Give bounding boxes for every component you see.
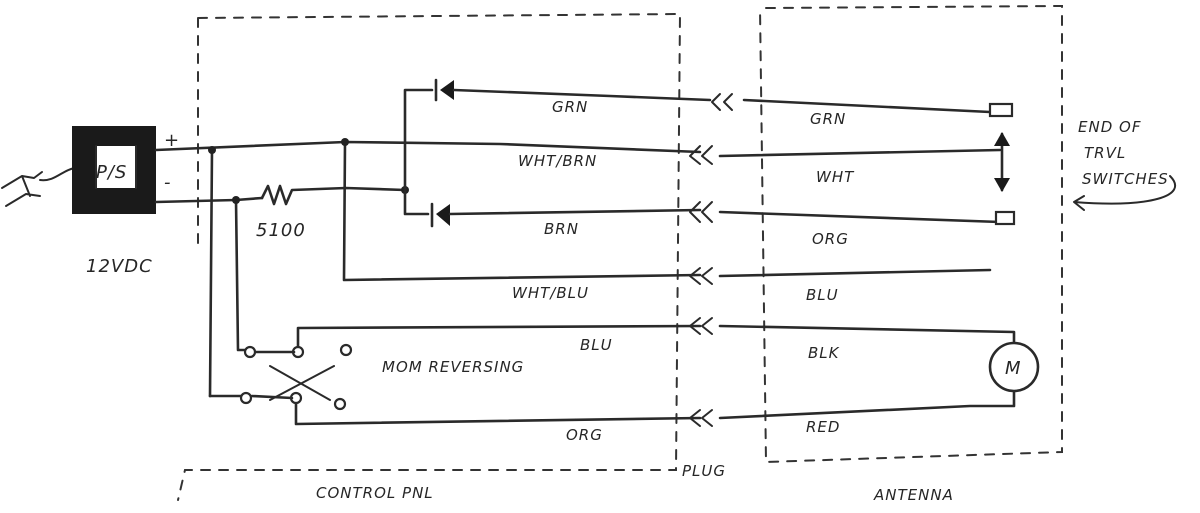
power-supply	[72, 126, 156, 214]
ps-plus-label: +	[164, 130, 180, 151]
pos-vertical-mid	[342, 140, 702, 282]
grn-wire	[452, 88, 712, 102]
ant-org-wire	[718, 210, 1002, 224]
label-org: ORG	[566, 426, 603, 444]
eot-line-3: SWITCHES	[1082, 170, 1169, 188]
label-ant-grn: GRN	[810, 110, 846, 128]
diode-grn-icon	[434, 78, 454, 102]
resistor-value: 5100	[256, 220, 306, 241]
label-wht-blu: WHT/BLU	[512, 284, 589, 302]
pos-vertical-left	[208, 148, 214, 398]
reversing-switch	[239, 343, 353, 411]
label-ant-blk: BLK	[808, 344, 840, 362]
ant-blu-wire	[718, 268, 992, 278]
label-ant-red: RED	[806, 418, 840, 436]
plug-connectors	[689, 93, 733, 427]
node	[208, 146, 216, 154]
diode-brn-icon	[430, 202, 450, 228]
neg-vertical	[234, 198, 250, 352]
org-wire	[294, 398, 702, 426]
resistor-symbol	[260, 184, 407, 206]
ps-voltage-label: 12VDC	[86, 256, 153, 277]
negative-line	[154, 196, 264, 204]
motor-label: M	[1005, 358, 1022, 379]
label-grn: GRN	[552, 98, 588, 116]
eot-line-2: TRVL	[1084, 144, 1126, 162]
pointer-arrow	[1073, 175, 1177, 211]
ps-minus-label: -	[164, 172, 172, 193]
power-cord-icon	[1, 167, 76, 207]
brn-wire	[448, 208, 702, 216]
label-ant-org: ORG	[812, 230, 849, 248]
antenna-boundary	[759, 4, 1063, 464]
node	[232, 196, 240, 204]
end-of-travel-switches	[988, 102, 1016, 226]
eot-line-1: END OF	[1078, 118, 1141, 136]
ant-grn-wire	[742, 98, 992, 114]
motor-icon	[988, 341, 1040, 393]
section-control: CONTROL PNL	[316, 484, 434, 502]
ps-label: P/S	[96, 162, 127, 183]
label-ant-wht: WHT	[816, 168, 855, 186]
switch-label: MOM REVERSING	[382, 358, 524, 376]
section-plug: PLUG	[682, 462, 726, 480]
positive-rail	[154, 140, 702, 154]
control-panel-boundary	[177, 12, 682, 501]
ant-red-wire	[718, 390, 1016, 420]
node	[341, 138, 349, 146]
ant-blk-wire	[718, 324, 1016, 344]
label-blu: BLU	[580, 336, 613, 354]
ant-wht-wire	[718, 148, 1002, 158]
label-brn: BRN	[544, 220, 579, 238]
label-wht-brn: WHT/BRN	[518, 152, 597, 170]
label-ant-blu: BLU	[806, 286, 839, 304]
blu-wire	[296, 324, 702, 354]
section-antenna: ANTENNA	[873, 486, 954, 504]
